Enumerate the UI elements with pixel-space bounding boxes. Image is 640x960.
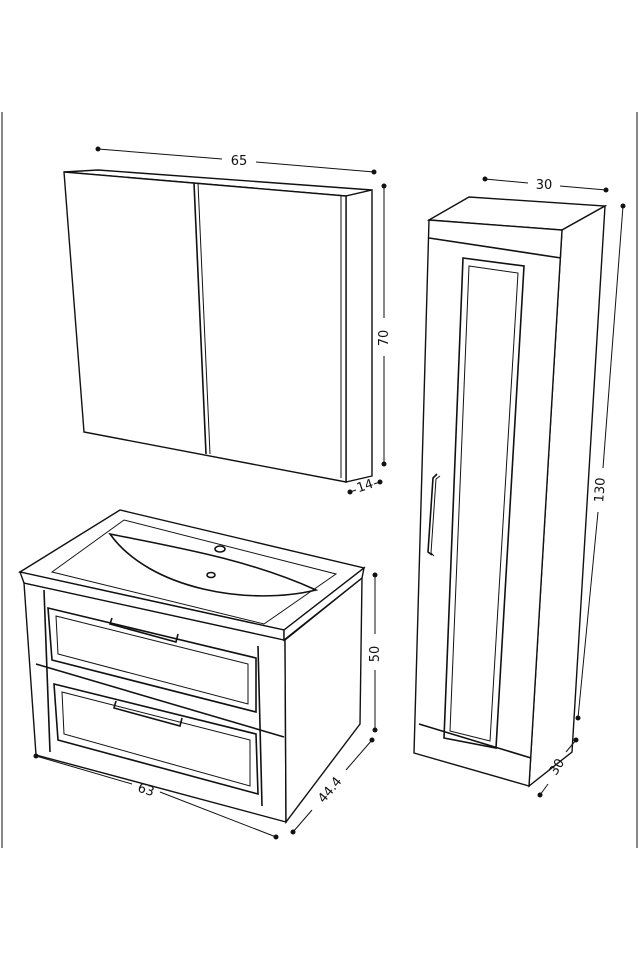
column-door-handle xyxy=(427,473,438,556)
mirror-cabinet xyxy=(63,169,373,483)
dimension-endpoint xyxy=(603,187,609,193)
mirror-cabinet-side xyxy=(345,189,373,483)
column-width-label: 30 xyxy=(536,178,553,193)
mirror-width-dimension: 65 xyxy=(95,146,377,175)
tap-hole xyxy=(214,545,226,553)
vanity-width-label: 63 xyxy=(136,781,156,800)
column-height-label: 130 xyxy=(592,477,609,503)
vanity-height-dimension: 50 xyxy=(368,572,383,733)
basin-rim xyxy=(50,519,338,625)
mirror-door-divider-inner xyxy=(197,182,211,455)
mirror-door-divider xyxy=(193,182,207,455)
dimension-endpoint xyxy=(377,479,383,485)
dimension-endpoint xyxy=(573,737,579,743)
countertop-side-edge xyxy=(283,566,366,642)
dimension-endpoint xyxy=(381,183,387,189)
dimension-endpoint xyxy=(95,146,101,152)
dimension-endpoint xyxy=(369,737,375,743)
basin-bowl xyxy=(108,532,319,597)
vanity-front-frame-right xyxy=(257,645,263,807)
dimension-endpoint xyxy=(482,176,488,182)
vanity-height-label: 50 xyxy=(368,646,383,663)
vanity-front-frame-left xyxy=(43,589,51,753)
mirror-width-label: 65 xyxy=(231,154,248,169)
mirror-height-dimension: 70 xyxy=(377,183,392,467)
vanity-width-dimension: 63 xyxy=(33,753,279,840)
lower-drawer-panel xyxy=(61,691,251,787)
dimension-endpoint xyxy=(371,169,377,175)
dimension-endpoint xyxy=(372,727,378,733)
dimension-endpoint xyxy=(372,572,378,578)
vanity-unit xyxy=(18,509,366,825)
column-height-dimension: 130 xyxy=(575,203,626,721)
column-door-panel-inner xyxy=(449,265,519,742)
basin-drain xyxy=(206,571,216,579)
dimension-endpoint xyxy=(381,461,387,467)
upper-drawer-handle xyxy=(108,617,179,643)
lower-drawer-front xyxy=(53,682,259,796)
upper-drawer-panel xyxy=(55,615,249,705)
dimension-endpoint xyxy=(290,829,296,835)
dimension-endpoint xyxy=(537,792,543,798)
mirror-height-label: 70 xyxy=(377,330,392,347)
dimension-endpoint xyxy=(620,203,626,209)
mirror-depth-dimension: 14 xyxy=(347,477,383,496)
upper-drawer-front xyxy=(47,606,257,714)
vanity-depth-label: 44.4 xyxy=(315,774,345,806)
column-plinth xyxy=(418,723,532,759)
column-front xyxy=(413,219,563,787)
tall-column-cabinet xyxy=(413,196,608,788)
column-depth-dimension: 30 xyxy=(537,737,579,798)
column-width-dimension: 30 xyxy=(482,176,609,193)
dimension-endpoint xyxy=(575,715,581,721)
dimension-endpoint xyxy=(33,753,39,759)
column-door-panel-outer xyxy=(443,257,525,749)
column-top-rail xyxy=(428,237,562,259)
dimension-endpoint xyxy=(347,489,353,495)
dimension-endpoint xyxy=(273,834,279,840)
mirror-depth-label: 14 xyxy=(355,477,375,496)
mirror-cabinet-front xyxy=(63,171,347,483)
drawer-separator xyxy=(35,663,285,738)
lower-drawer-handle xyxy=(113,700,183,727)
column-depth-label: 30 xyxy=(547,756,568,778)
